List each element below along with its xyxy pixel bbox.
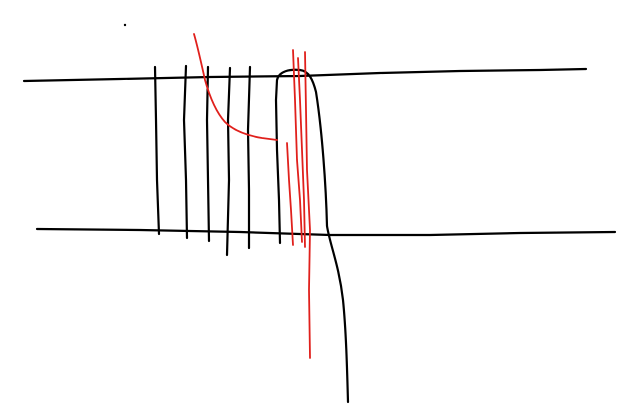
red-curve-stroke	[193, 33, 278, 141]
red-vertical-stroke-2	[292, 49, 303, 243]
bottom-horizontal-line	[35, 227, 617, 237]
black-loop-stroke	[274, 68, 350, 404]
red-vertical-stroke-1	[286, 142, 294, 246]
black-vertical-stroke-4	[225, 66, 232, 257]
stray-dot	[123, 23, 127, 27]
red-vertical-stroke-4	[304, 51, 311, 359]
black-vertical-stroke-5	[246, 65, 252, 250]
black-vertical-stroke-1	[153, 65, 161, 236]
top-horizontal-line	[22, 67, 588, 83]
black-vertical-stroke-3	[205, 65, 211, 243]
red-vertical-stroke-3	[297, 57, 306, 248]
black-vertical-stroke-2	[182, 64, 189, 240]
